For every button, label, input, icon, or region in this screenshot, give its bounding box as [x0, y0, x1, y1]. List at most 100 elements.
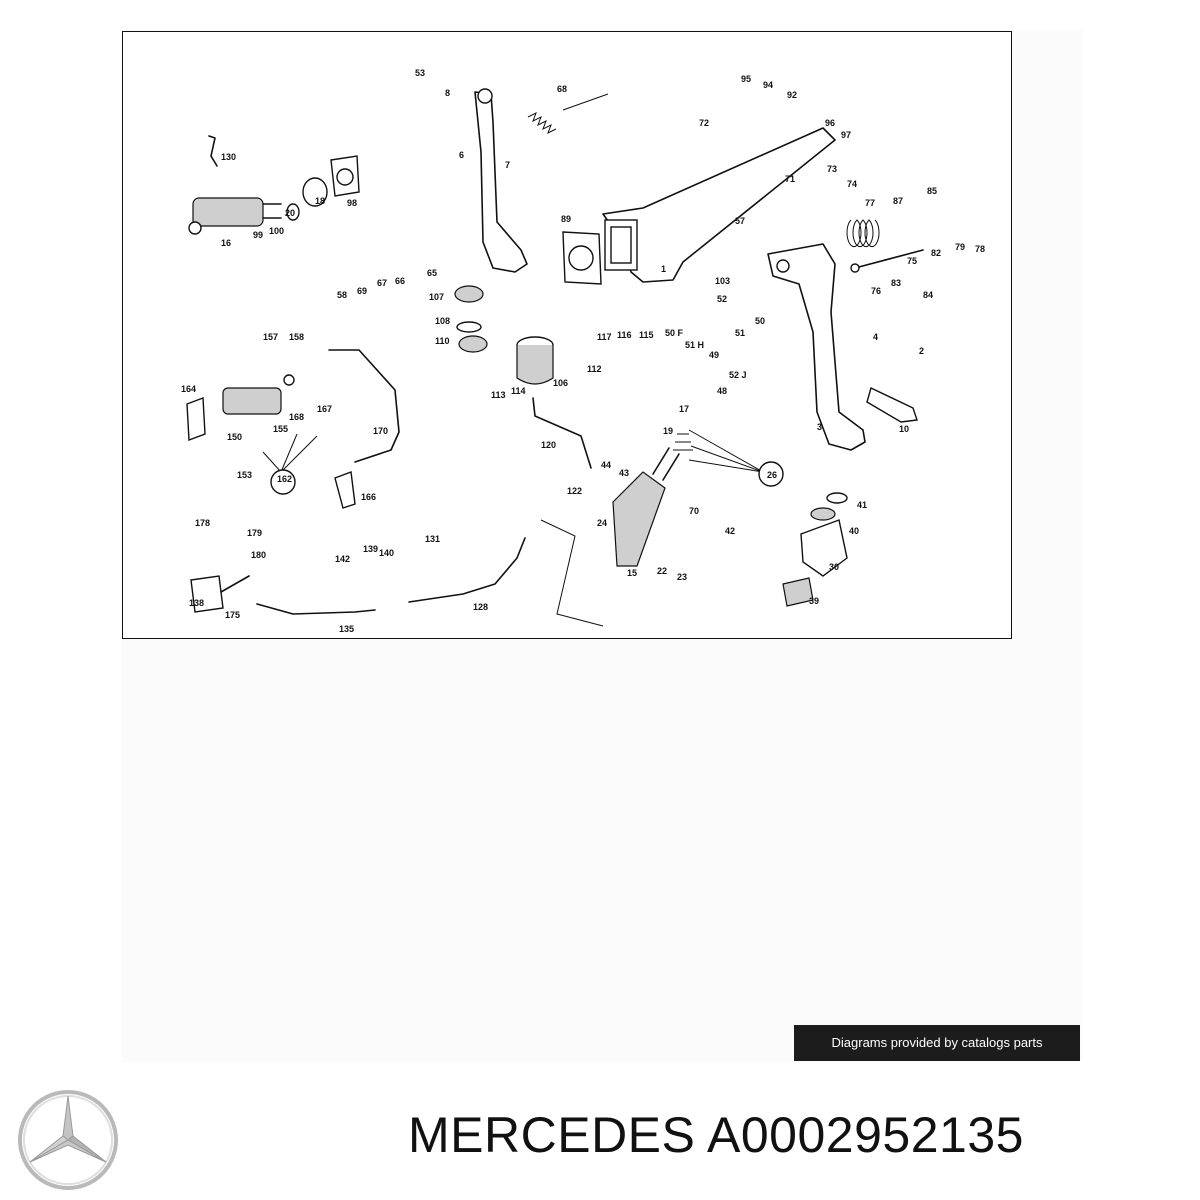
part-label-42: 42: [725, 526, 735, 536]
part-label-82: 82: [931, 248, 941, 258]
slave-cylinder: [222, 387, 282, 415]
part-label-164: 164: [181, 384, 196, 394]
part-label-7: 7: [505, 160, 510, 170]
part-label-153: 153: [237, 470, 252, 480]
master-cylinder-15: [612, 471, 666, 567]
part-label-113: 113: [491, 390, 506, 400]
part-label-179: 179: [247, 528, 262, 538]
part-label-106: 106: [553, 378, 568, 388]
part-label-17: 17: [679, 404, 689, 414]
part-label-175: 175: [225, 610, 240, 620]
part-label-158: 158: [289, 332, 304, 342]
part-label-70: 70: [689, 506, 699, 516]
part-label-48: 48: [717, 386, 727, 396]
part-label-72: 72: [699, 118, 709, 128]
part-label-180: 180: [251, 550, 266, 560]
part-label-6: 6: [459, 150, 464, 160]
brand-name: MERCEDES: [408, 1107, 696, 1163]
part-label-74: 74: [847, 179, 857, 189]
part-label-66: 66: [395, 276, 405, 286]
part-label-155: 155: [273, 424, 288, 434]
part-label-4: 4: [873, 332, 878, 342]
part-label-83: 83: [891, 278, 901, 288]
part-label-84: 84: [923, 290, 933, 300]
part-label-166: 166: [361, 492, 376, 502]
callout-162: [270, 469, 296, 495]
part-label-10: 10: [899, 424, 909, 434]
bracket-166: [334, 471, 356, 509]
bushing-39: [782, 577, 814, 607]
part-label-39: 39: [809, 596, 819, 606]
part-label-87: 87: [893, 196, 903, 206]
part-label-44: 44: [601, 460, 611, 470]
part-label-78: 78: [975, 244, 985, 254]
part-label-2: 2: [919, 346, 924, 356]
part-label-168: 168: [289, 412, 304, 422]
part-label-98: 98: [347, 198, 357, 208]
part-label-73: 73: [827, 164, 837, 174]
part-label-115: 115: [639, 330, 654, 340]
part-label-3: 3: [817, 422, 822, 432]
callout-26: [758, 461, 784, 487]
part-label-128: 128: [473, 602, 488, 612]
part-label-26: 26: [767, 470, 777, 480]
mercedes-star-icon: [18, 1090, 118, 1190]
part-label-99: 99: [253, 230, 263, 240]
brake-pedal: [767, 243, 866, 451]
return-spring: [527, 93, 609, 135]
part-label-77: 77: [865, 198, 875, 208]
master-cylinder: [192, 197, 264, 227]
part-label-96: 96: [825, 118, 835, 128]
part-label-122: 122: [567, 486, 582, 496]
part-label-157: 157: [263, 332, 278, 342]
part-label-19: 19: [663, 426, 673, 436]
pedal-pad: [866, 387, 918, 423]
part-label-51-h: 51 H: [685, 340, 704, 350]
hydraulic-line-135: [256, 603, 376, 615]
hydraulic-line-120: [532, 397, 592, 469]
part-label-108: 108: [435, 316, 450, 326]
part-label-52: 52: [717, 294, 727, 304]
part-label-8: 8: [445, 88, 450, 98]
part-label-97: 97: [841, 130, 851, 140]
part-label-92: 92: [787, 90, 797, 100]
part-label-94: 94: [763, 80, 773, 90]
part-label-100: 100: [269, 226, 284, 236]
callout-26-lines: [688, 429, 764, 473]
part-label-167: 167: [317, 404, 332, 414]
part-label-131: 131: [425, 534, 440, 544]
part-label-1: 1: [661, 264, 666, 274]
hydraulic-line-170: [328, 349, 400, 463]
part-label-142: 142: [335, 554, 350, 564]
product-title: MERCEDES A0002952135: [408, 1106, 1024, 1164]
part-label-85: 85: [927, 186, 937, 196]
bracket-30: [800, 519, 848, 577]
part-label-114: 114: [511, 386, 526, 396]
part-label-138: 138: [189, 598, 204, 608]
spring-17: [673, 433, 693, 451]
bracket-138: [190, 575, 224, 613]
part-label-130: 130: [221, 152, 236, 162]
part-label-178: 178: [195, 518, 210, 528]
part-label-67: 67: [377, 278, 387, 288]
spring-77: [846, 219, 880, 248]
part-label-52-j: 52 J: [729, 370, 747, 380]
part-label-89: 89: [561, 214, 571, 224]
diagram-credit-banner: Diagrams provided by catalogs parts: [794, 1025, 1080, 1061]
part-number: A0002952135: [707, 1107, 1024, 1163]
part-label-75: 75: [907, 256, 917, 266]
part-label-15: 15: [627, 568, 637, 578]
part-label-49: 49: [709, 350, 719, 360]
part-label-135: 135: [339, 624, 354, 634]
part-label-24: 24: [597, 518, 607, 528]
part-label-20: 20: [285, 208, 295, 218]
part-label-107: 107: [429, 292, 444, 302]
part-label-58: 58: [337, 290, 347, 300]
part-label-69: 69: [357, 286, 367, 296]
part-label-120: 120: [541, 440, 556, 450]
part-label-68: 68: [557, 84, 567, 94]
part-label-65: 65: [427, 268, 437, 278]
